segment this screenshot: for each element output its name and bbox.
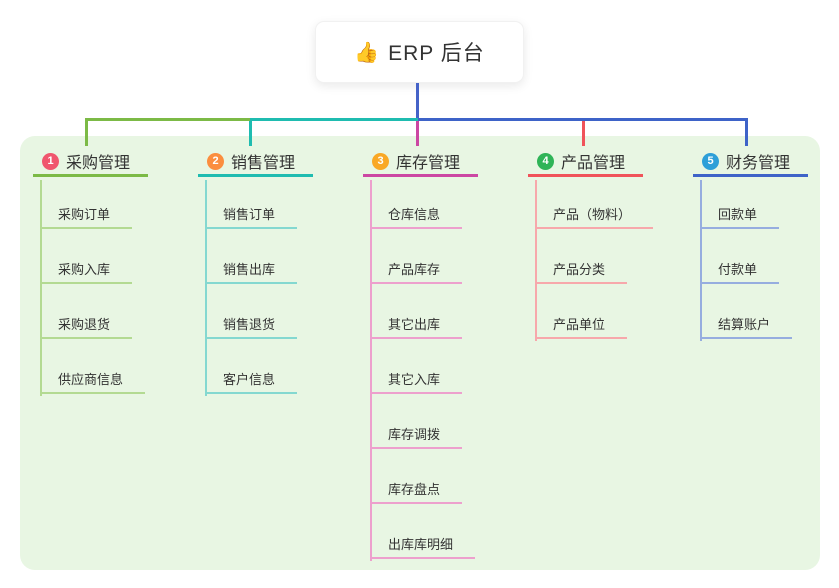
child-node: 销售退货	[205, 312, 298, 339]
child-node-label: 采购退货	[58, 317, 111, 332]
child-node-label: 产品单位	[553, 317, 606, 332]
branch-node-5: 5 财务管理	[693, 148, 808, 177]
branch-number-badge: 2	[207, 152, 224, 170]
child-node-label: 库存调拨	[388, 427, 441, 442]
branch-label: 财务管理	[726, 155, 791, 172]
child-node-label: 产品（物料）	[553, 207, 632, 222]
branch-node-1: 1 采购管理	[33, 148, 148, 177]
child-node: 产品单位	[535, 312, 628, 339]
child-node-label: 仓库信息	[388, 207, 441, 222]
branch-number-badge: 1	[42, 152, 59, 170]
root-node-erp: 👍 ERP 后台	[315, 21, 524, 83]
mindmap-panel	[20, 136, 820, 570]
child-node-label: 付款单	[718, 262, 758, 277]
child-node: 其它入库	[370, 367, 463, 394]
child-node: 付款单	[700, 257, 780, 284]
branch-connector-stub	[582, 118, 585, 146]
child-node: 采购订单	[40, 202, 133, 229]
child-node: 采购入库	[40, 257, 133, 284]
child-node: 结算账户	[700, 312, 793, 339]
child-node-label: 回款单	[718, 207, 758, 222]
child-node: 采购退货	[40, 312, 133, 339]
branch-bus-segment	[86, 118, 250, 121]
child-node-label: 其它出库	[388, 317, 441, 332]
root-title: ERP 后台	[388, 42, 485, 65]
branch-node-2: 2 销售管理	[198, 148, 313, 177]
child-node: 仓库信息	[370, 202, 463, 229]
child-node-label: 库存盘点	[388, 482, 441, 497]
branch-node-3: 3 库存管理	[363, 148, 478, 177]
child-node: 库存盘点	[370, 477, 463, 504]
child-node-label: 供应商信息	[58, 372, 124, 387]
branch-child-line	[40, 180, 42, 396]
branch-bus-segment	[250, 118, 418, 121]
child-node-label: 结算账户	[718, 317, 771, 332]
child-node: 产品（物料）	[535, 202, 654, 229]
child-node-label: 销售订单	[223, 207, 276, 222]
branch-label: 产品管理	[561, 155, 626, 172]
child-node: 其它出库	[370, 312, 463, 339]
branch-node-4: 4 产品管理	[528, 148, 643, 177]
child-node: 销售出库	[205, 257, 298, 284]
branch-connector-stub	[85, 118, 88, 146]
branch-child-line	[205, 180, 207, 396]
root-connector	[416, 83, 419, 121]
child-node-label: 销售出库	[223, 262, 276, 277]
child-node: 供应商信息	[40, 367, 146, 394]
child-node-label: 采购订单	[58, 207, 111, 222]
child-node: 销售订单	[205, 202, 298, 229]
branch-label: 销售管理	[231, 155, 296, 172]
child-node: 库存调拨	[370, 422, 463, 449]
branch-number-badge: 4	[537, 152, 554, 170]
branch-number-badge: 5	[702, 152, 719, 170]
branch-bus-segment	[418, 118, 748, 121]
child-node: 回款单	[700, 202, 780, 229]
child-node: 出库库明细	[370, 532, 476, 559]
branch-child-line	[535, 180, 537, 341]
child-node-label: 产品分类	[553, 262, 606, 277]
branch-connector-stub	[249, 118, 252, 146]
branch-connector-stub	[745, 118, 748, 146]
branch-label: 库存管理	[396, 155, 461, 172]
child-node-label: 销售退货	[223, 317, 276, 332]
child-node-label: 其它入库	[388, 372, 441, 387]
thumbs-up-icon: 👍	[354, 41, 380, 64]
child-node-label: 出库库明细	[388, 537, 454, 552]
branch-child-line	[370, 180, 372, 561]
child-node-label: 采购入库	[58, 262, 111, 277]
branch-connector-stub	[416, 118, 419, 146]
branch-child-line	[700, 180, 702, 341]
child-node: 产品分类	[535, 257, 628, 284]
child-node: 产品库存	[370, 257, 463, 284]
child-node-label: 产品库存	[388, 262, 441, 277]
child-node: 客户信息	[205, 367, 298, 394]
branch-number-badge: 3	[372, 152, 389, 170]
branch-label: 采购管理	[66, 155, 131, 172]
child-node-label: 客户信息	[223, 372, 276, 387]
